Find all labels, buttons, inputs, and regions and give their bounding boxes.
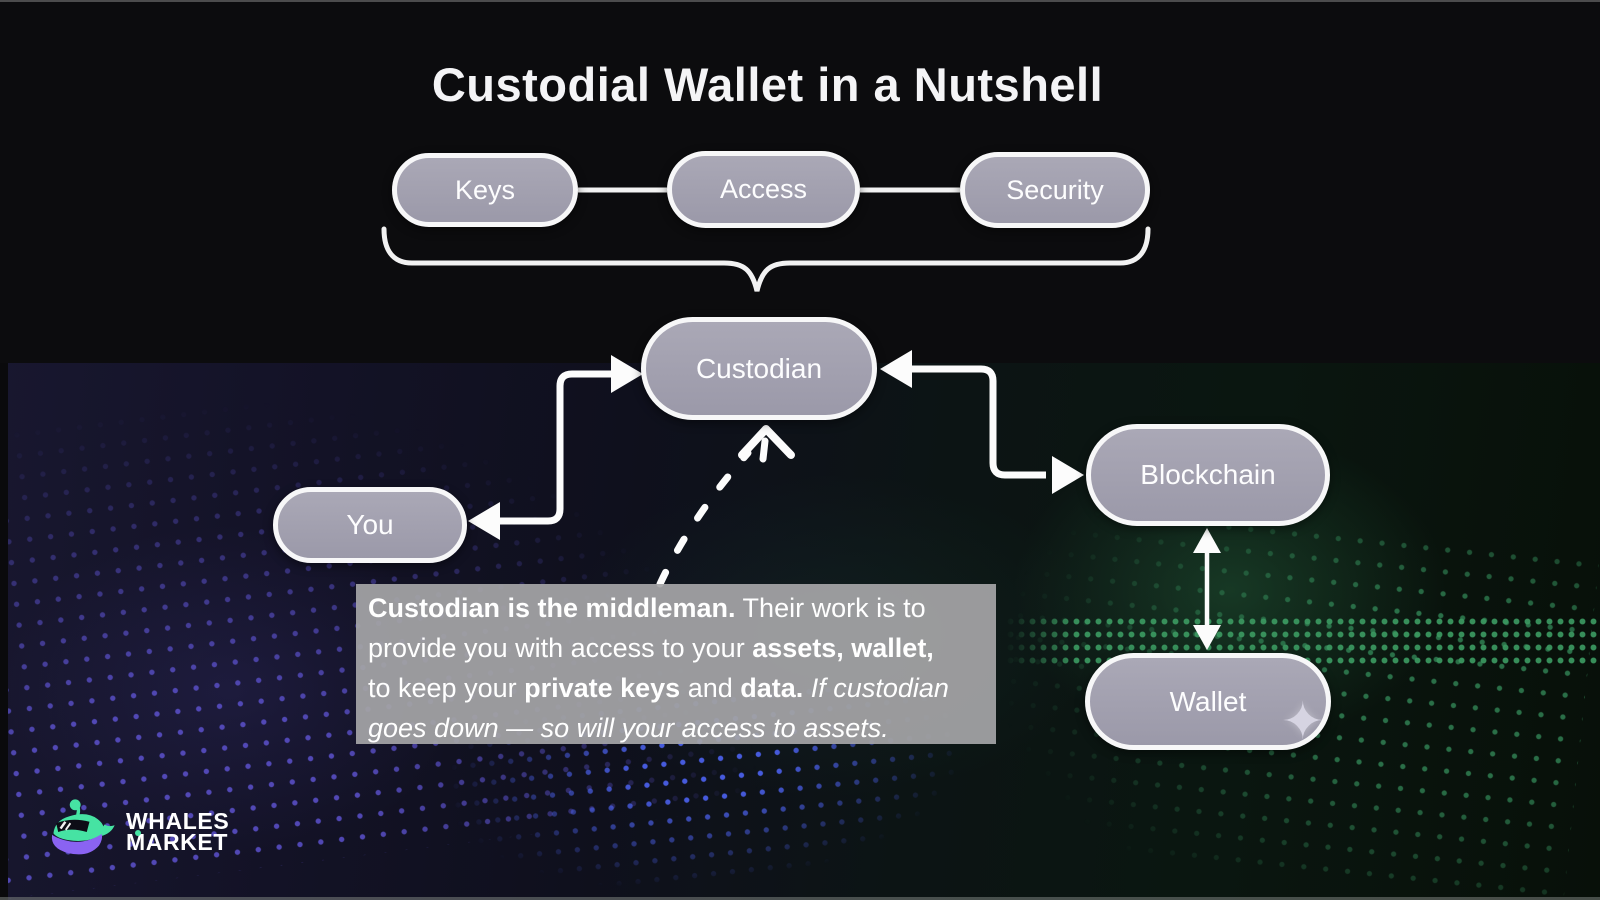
arrowhead-into-you xyxy=(468,502,500,540)
node-wallet: Wallet xyxy=(1085,653,1331,750)
node-blockchain: Blockchain xyxy=(1086,424,1330,526)
dashed-arrow-chevron xyxy=(738,425,795,459)
left-black-strip xyxy=(0,363,8,900)
node-keys-label: Keys xyxy=(454,174,516,205)
you-custodian-link xyxy=(486,370,626,525)
logo-wordmark-line1: WHALES xyxy=(126,807,230,834)
node-security-label: Security xyxy=(1006,174,1104,205)
whale-logo-icon xyxy=(51,799,115,855)
page-title: Custodial Wallet in a Nutshell xyxy=(431,58,1104,111)
custodian-note-box: Custodian is the middleman. Their work i… xyxy=(356,584,996,744)
custodian-blockchain-link xyxy=(896,365,1046,479)
whales-market-logo: WHALES MARKET xyxy=(48,798,229,866)
arrowhead-into-wallet xyxy=(1193,625,1221,650)
brace-connector xyxy=(381,226,1151,292)
logo-wordmark-line2: MARKET xyxy=(126,829,228,855)
note-custodian-dashed-link xyxy=(656,449,752,588)
dashed-arrow-stem xyxy=(759,437,769,463)
node-you-label: You xyxy=(346,509,394,540)
node-you: You xyxy=(273,487,467,563)
note-line-2: provide you with access to your assets, … xyxy=(368,633,934,663)
sparkle-icon: ✦ xyxy=(1281,693,1325,751)
note-line-1: Custodian is the middleman. Their work i… xyxy=(368,593,926,623)
node-blockchain-label: Blockchain xyxy=(1140,459,1276,490)
logo-accent-dot xyxy=(135,829,141,836)
logo-wordmark: WHALES MARKET xyxy=(126,807,230,855)
note-line-4: goes down — so will your access to asset… xyxy=(368,713,889,743)
arrowhead-into-blockchain xyxy=(1052,456,1084,494)
node-security: Security xyxy=(960,152,1150,228)
node-access: Access xyxy=(667,151,860,228)
note-line-3: to keep your private keys and data. If c… xyxy=(368,673,949,703)
node-custodian: Custodian xyxy=(641,317,877,420)
node-keys: Keys xyxy=(392,153,578,227)
node-custodian-label: Custodian xyxy=(695,352,823,384)
arrowhead-into-custodian-right xyxy=(880,350,912,388)
arrowhead-into-custodian-left xyxy=(611,355,643,393)
node-wallet-label: Wallet xyxy=(1169,685,1247,717)
arrowhead-into-blockchain-bottom xyxy=(1193,528,1221,553)
node-access-label: Access xyxy=(719,174,808,204)
